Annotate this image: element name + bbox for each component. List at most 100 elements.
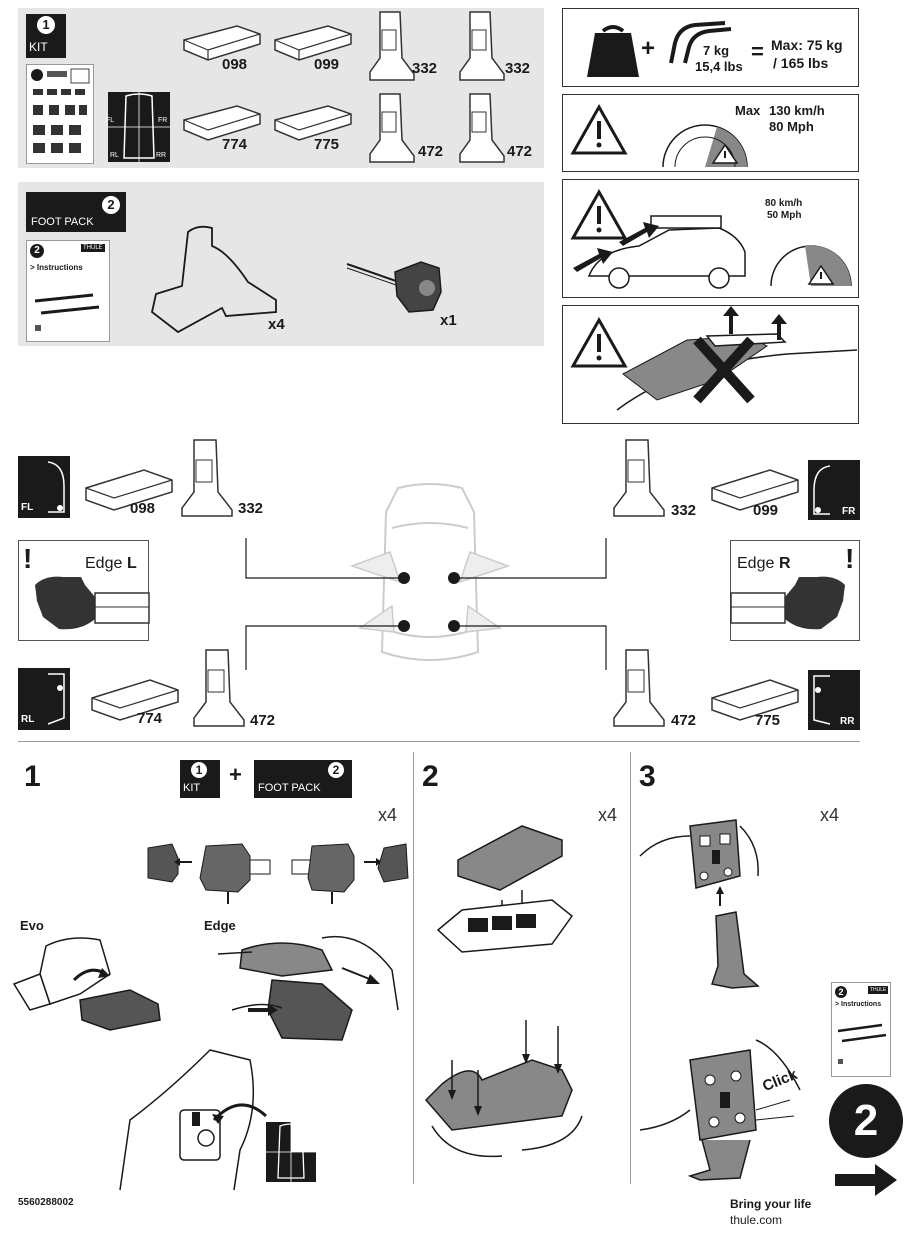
corner-label-fr: FR (842, 506, 856, 517)
pad-insertion-illustration (436, 825, 574, 953)
speedometer-icon (662, 124, 748, 168)
pad-775-illustration (274, 105, 352, 141)
step-divider-1 (413, 752, 414, 1184)
bracket-click-illustration (639, 1039, 801, 1181)
next-step-number-circle[interactable]: 2 (829, 1084, 903, 1158)
next-booklet-brand: THULE (868, 986, 889, 994)
pad-press-illustration (424, 1020, 583, 1158)
pad-098-illustration (183, 25, 261, 61)
part-code-332-a: 332 (412, 60, 438, 77)
pad-774-illustration (91, 679, 179, 721)
step-1-kit-badge: 1 KIT (180, 760, 220, 798)
speed-max-kmh: 130 km/h (769, 103, 825, 118)
roof-bars-icon (669, 21, 732, 64)
part-number: 5560288002 (18, 1197, 74, 1208)
next-arrow-icon[interactable] (835, 1162, 899, 1198)
edge-right-word: Edge (737, 555, 775, 572)
step-2-qty: x4 (598, 805, 618, 825)
edge-right-box: ! Edge R (730, 540, 860, 641)
speed-max-mph: 80 Mph (769, 119, 814, 134)
step-divider-2 (630, 752, 631, 1184)
booklet-number-icon: 2 (835, 986, 847, 998)
fl-pad-code: 098 (130, 500, 156, 517)
corner-label-fl: FL (106, 117, 115, 124)
car-with-load-illustration (573, 215, 746, 289)
part-code-098: 098 (222, 56, 248, 73)
foot-pack-panel: 2 FOOT PACK 2 THULE > Instructions x4 x1 (18, 182, 544, 346)
kit-booklet-thumbnail (26, 64, 94, 164)
booklet-brand: THULE (81, 244, 105, 252)
part-code-775: 775 (314, 136, 340, 153)
step-1-car-quadrant (266, 1122, 316, 1182)
bracket-332-illustration (613, 439, 665, 517)
load-limit-panel: + 7 kg 15,4 lbs = Max: 75 kg / 165 lbs (562, 8, 859, 87)
roof-bar-icon (34, 293, 100, 331)
foot-pad-outline-illustration (150, 225, 277, 334)
corner-label-fl: FL (21, 502, 34, 513)
max-load-lbs: / 165 lbs (773, 55, 829, 71)
pad-098-illustration (85, 469, 173, 511)
warning-exclamation-icon: ! (845, 543, 855, 574)
rl-bracket-code: 472 (250, 712, 276, 729)
booklet-parts-illustration (31, 68, 90, 153)
wind-speed-mph: 50 Mph (767, 210, 802, 221)
tool-key-illustration (346, 261, 442, 313)
kit-label: KIT (29, 40, 48, 54)
next-step-booklet[interactable]: 2 THULE > Instructions (831, 982, 891, 1077)
kit-panel: 1 KIT FL FR RL RR (18, 8, 544, 168)
bracket-472-illustration (369, 93, 415, 163)
corner-icon-rl: RL (18, 668, 70, 730)
corner-label-rr: RR (156, 152, 167, 159)
warning-triangle-icon (570, 188, 628, 240)
rl-pad-code: 774 (137, 710, 163, 727)
step-3-qty: x4 (820, 805, 840, 825)
edge-foot-illustration (217, 935, 399, 1041)
corner-icon-rr: RR (808, 670, 860, 730)
pad-099-illustration (274, 25, 352, 61)
next-booklet-instructions: > Instructions (835, 1001, 882, 1008)
corner-label-rl: RL (110, 152, 119, 159)
step-1-qty: x4 (378, 805, 398, 825)
rr-pad-code: 775 (755, 712, 781, 729)
corner-icon-fr: FR (808, 460, 860, 520)
bracket-332-illustration (369, 11, 415, 81)
bracket-472-illustration (193, 649, 245, 727)
car-quadrant-diagram: FL FR RL RR (106, 92, 170, 162)
part-code-472-a: 472 (418, 143, 444, 160)
corner-label-rl: RL (21, 714, 35, 725)
step-1-kit-label: KIT (183, 782, 201, 794)
step-3-number: 3 (639, 760, 656, 793)
equals-sign: = (751, 39, 764, 64)
brand-slogan: Bring your life (730, 1197, 812, 1211)
booklet-number-icon: 2 (30, 244, 44, 258)
edge-foot-right-illustration (730, 576, 845, 630)
warning-exclamation-icon: ! (23, 543, 33, 574)
brand-website[interactable]: thule.com (730, 1213, 783, 1227)
corner-label-fr: FR (158, 117, 168, 124)
edge-foot-left-illustration (35, 576, 150, 630)
kit-number: 1 (37, 16, 55, 34)
speed-limit-panel: Max 130 km/h 80 Mph (562, 94, 859, 172)
fl-bracket-code: 332 (238, 500, 264, 517)
step-1-kit-number: 1 (191, 762, 207, 778)
evo-label: Evo (20, 918, 44, 933)
foot-disassembly-illustration (147, 843, 409, 904)
foot-pack-number: 2 (102, 196, 120, 214)
rr-bracket-code: 472 (671, 712, 697, 729)
edge-left-word: Edge (85, 555, 123, 572)
tool-qty: x1 (440, 312, 457, 329)
corner-label-rr: RR (840, 716, 855, 727)
foot-pack-badge: 2 FOOT PACK (26, 192, 126, 232)
part-code-472-b: 472 (507, 143, 533, 160)
roof-bar-icon (837, 1023, 887, 1064)
speed-max-label: Max (735, 103, 761, 118)
pad-099-illustration (711, 469, 799, 511)
speedometer-icon (770, 245, 852, 287)
warning-triangle-icon (570, 316, 628, 368)
bar-weight-lbs: 15,4 lbs (695, 59, 743, 74)
max-load-kg: Max: 75 kg (771, 37, 843, 53)
edge-right-side: R (779, 555, 791, 572)
wind-load-panel: 80 km/h 50 Mph (562, 179, 859, 298)
kit-badge: 1 KIT (26, 14, 66, 58)
foot-pack-booklet: 2 THULE > Instructions (26, 240, 110, 342)
